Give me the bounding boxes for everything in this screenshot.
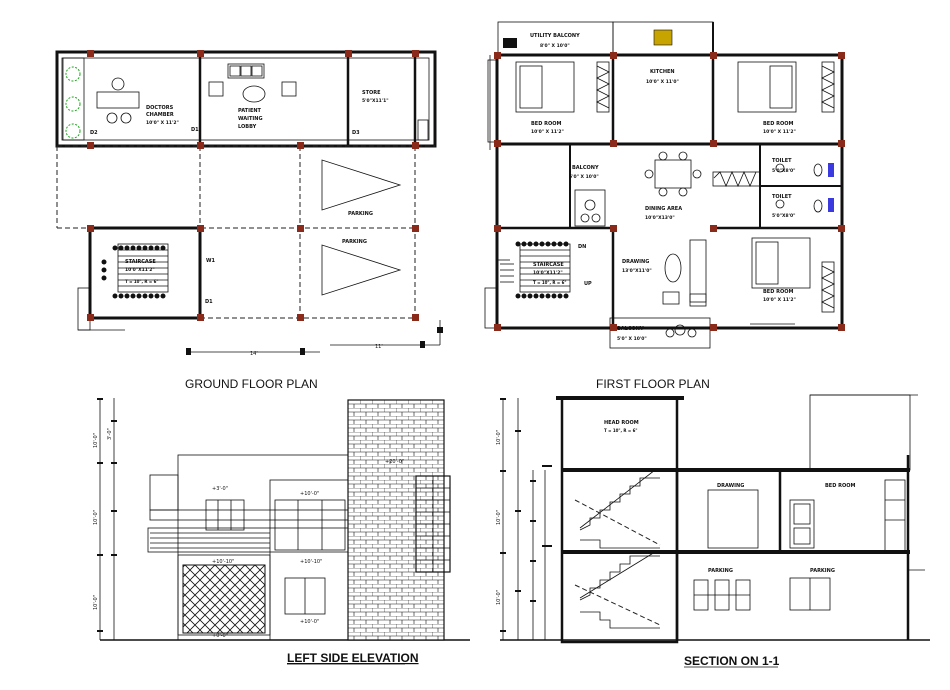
label-drawing: DRAWING — [622, 259, 649, 265]
section-dim-3: 10'-0" — [496, 590, 502, 605]
door-d2: D2 — [90, 130, 98, 136]
section-label-head-room: HEAD ROOM — [604, 420, 639, 426]
label-kitchen: KITCHEN — [650, 69, 675, 75]
elev-note-5: +10'-0" — [300, 619, 319, 625]
label-balcony-1-size: 5'0" X 10'0" — [569, 174, 599, 180]
title-left-side-elevation: LEFT SIDE ELEVATION — [287, 651, 419, 665]
label-chamber: CHAMBER — [146, 112, 174, 118]
label-toilet-1: TOILET — [772, 158, 792, 164]
label-staircase-ff-size: 10'0"X11'2" — [533, 270, 563, 276]
label-parking-2: PARKING — [342, 239, 367, 245]
label-staircase-note: T = 10", R = 6" — [125, 279, 159, 284]
elev-dim-3: 10'-0" — [93, 595, 99, 610]
title-first-floor-plan: FIRST FLOOR PLAN — [596, 377, 710, 391]
door-d1-a: D1 — [191, 127, 199, 133]
label-store-size: 5'0"X11'1" — [362, 98, 389, 104]
label-toilet-1-size: 5'0"X8'0" — [772, 168, 795, 174]
tag-up: UP — [584, 281, 592, 287]
label-bed-room-2-size: 10'0" X 11'2" — [763, 129, 796, 135]
section-label-parking-1: PARKING — [708, 568, 733, 574]
door-d1-b: D1 — [205, 299, 213, 305]
elev-note-7: +20'-0" — [385, 459, 404, 465]
label-toilet-2-size: 5'0"X8'0" — [772, 213, 795, 219]
section-dim-2: 10'-0" — [496, 510, 502, 525]
dim-right: 11' — [375, 344, 383, 350]
label-dining-size: 10'0"X13'0" — [645, 215, 675, 221]
tag-dn: DN — [578, 244, 586, 250]
section-label-bed-room: BED ROOM — [825, 483, 855, 489]
section-label-head-note: T = 10", R = 6" — [604, 428, 638, 433]
elev-note-6: +0'-0" — [212, 633, 228, 639]
elev-dim-1: 10'-0" — [93, 433, 99, 448]
label-chamber-size: 10'0" X 11'2" — [146, 120, 179, 126]
window-w1: W1 — [206, 258, 216, 264]
label-bed-room-2: BED ROOM — [763, 121, 793, 127]
label-bed-room-3: BED ROOM — [763, 289, 793, 295]
label-patient: PATIENT — [238, 108, 262, 114]
section-1-1: 10'-0" 10'-0" 10'-0" HEAD ROOM T = 10", … — [496, 394, 930, 668]
label-utility-size: 8'0" X 10'0" — [540, 43, 570, 49]
first-floor-plan: UTILITY BALCONY 8'0" X 10'0" KITCHEN 10'… — [484, 21, 845, 391]
label-toilet-2: TOILET — [772, 194, 792, 200]
label-kitchen-size: 10'0" X 11'0" — [646, 79, 679, 85]
door-d3: D3 — [352, 130, 360, 136]
label-parking-1: PARKING — [348, 211, 373, 217]
label-bed-room-3-size: 10'0" X 11'2" — [763, 297, 796, 303]
elev-note-1: +3'-0" — [212, 486, 228, 492]
label-lobby: LOBBY — [238, 124, 257, 130]
label-bed-room-1: BED ROOM — [531, 121, 561, 127]
label-balcony-1: BALCONY — [572, 165, 599, 171]
elev-dim-4: 3'-0" — [107, 428, 113, 440]
elev-note-4: +10'-10" — [300, 559, 322, 565]
label-balcony-2-size: 5'0" X 10'0" — [617, 336, 647, 342]
dim-left: 14' — [250, 351, 258, 357]
elev-note-3: +10'-10" — [212, 559, 234, 565]
label-doctors: DOCTORS — [146, 105, 174, 111]
left-side-elevation: 10'-0" 10'-0" 10'-0" 3'-0" +3'-0" +10'-0… — [93, 398, 470, 665]
elev-dim-2: 10'-0" — [93, 510, 99, 525]
label-utility-balcony: UTILITY BALCONY — [530, 33, 580, 39]
label-staircase-ff-note: T = 10", R = 6" — [533, 280, 567, 285]
label-balcony-2: BALCONY — [617, 326, 644, 332]
section-label-parking-2: PARKING — [810, 568, 835, 574]
label-staircase: STAIRCASE — [125, 259, 156, 265]
section-label-drawing: DRAWING — [717, 483, 744, 489]
label-drawing-size: 13'0"X11'0" — [622, 268, 652, 274]
title-section-1-1: SECTION ON 1-1 — [684, 654, 780, 668]
label-store: STORE — [362, 90, 381, 96]
label-dining-area: DINING AREA — [645, 206, 682, 212]
label-waiting: WAITING — [238, 116, 263, 122]
elev-note-2: +10'-0" — [300, 491, 319, 497]
section-dim-1: 10'-0" — [496, 430, 502, 445]
label-bed-room-1-size: 10'0" X 11'2" — [531, 129, 564, 135]
label-staircase-size: 10'0"X11'2" — [125, 267, 155, 273]
label-staircase-ff: STAIRCASE — [533, 262, 564, 268]
ground-floor-plan: DOCTORS CHAMBER 10'0" X 11'2" PATIENT WA… — [55, 50, 443, 391]
title-ground-floor-plan: GROUND FLOOR PLAN — [185, 377, 318, 391]
